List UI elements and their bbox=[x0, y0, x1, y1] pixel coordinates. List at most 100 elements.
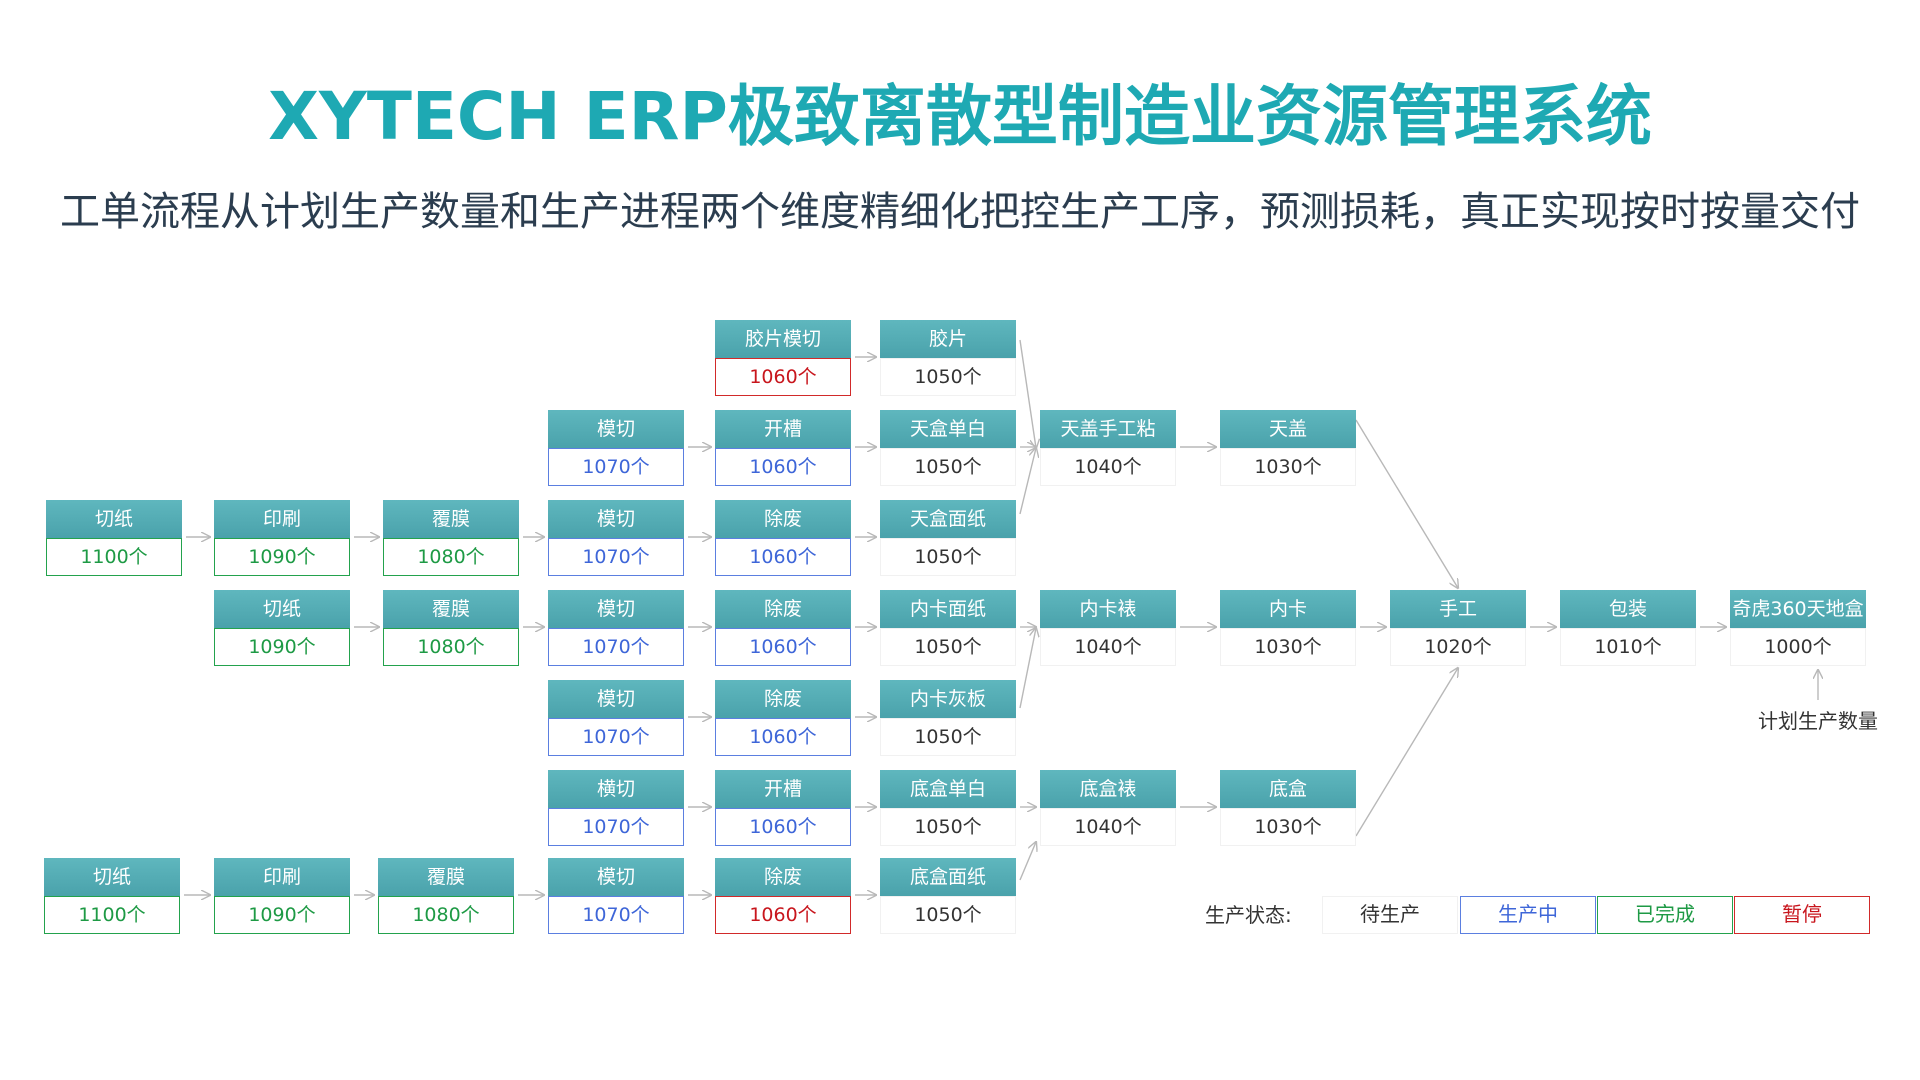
process-step-label: 奇虎360天地盒 bbox=[1730, 590, 1866, 628]
page-title: XYTECH ERP极致离散型制造业资源管理系统 bbox=[268, 78, 1652, 155]
process-step-quantity: 1100个 bbox=[46, 538, 182, 576]
legend-paused: 暂停 bbox=[1734, 896, 1870, 934]
legend-pending: 待生产 bbox=[1322, 896, 1458, 934]
process-step-label: 横切 bbox=[548, 770, 684, 808]
process-step-quantity: 1020个 bbox=[1390, 628, 1526, 666]
process-step-label: 底盒裱 bbox=[1040, 770, 1176, 808]
process-step-quantity: 1080个 bbox=[383, 628, 519, 666]
process-step-label: 覆膜 bbox=[383, 590, 519, 628]
process-step-label: 开槽 bbox=[715, 770, 851, 808]
process-step-quantity: 1040个 bbox=[1040, 628, 1176, 666]
process-step-label: 除废 bbox=[715, 590, 851, 628]
process-step-label: 覆膜 bbox=[378, 858, 514, 896]
plan-quantity-label: 计划生产数量 bbox=[1758, 709, 1878, 733]
process-step-quantity: 1070个 bbox=[548, 628, 684, 666]
process-step-label: 内卡裱 bbox=[1040, 590, 1176, 628]
process-step-label: 包装 bbox=[1560, 590, 1696, 628]
process-step-label: 天盖手工粘 bbox=[1040, 410, 1176, 448]
process-step-label: 切纸 bbox=[44, 858, 180, 896]
process-step-label: 胶片模切 bbox=[715, 320, 851, 358]
flow-arrow-dh-to-sg bbox=[1355, 668, 1458, 837]
flow-arrow-r4-nkh-to-nkb bbox=[1019, 628, 1036, 709]
process-step-quantity: 1100个 bbox=[44, 896, 180, 934]
process-step-quantity: 1060个 bbox=[715, 448, 851, 486]
process-step-quantity: 1010个 bbox=[1560, 628, 1696, 666]
process-step-label: 天盒单白 bbox=[880, 410, 1016, 448]
process-step-quantity: 1040个 bbox=[1040, 448, 1176, 486]
process-step-label: 天盒面纸 bbox=[880, 500, 1016, 538]
flow-arrow-piao-to-tghand bbox=[1019, 339, 1036, 448]
process-step-label: 除废 bbox=[715, 500, 851, 538]
legend-done: 已完成 bbox=[1597, 896, 1733, 934]
process-step-label: 除废 bbox=[715, 858, 851, 896]
process-step-quantity: 1060个 bbox=[715, 896, 851, 934]
process-step-label: 模切 bbox=[548, 590, 684, 628]
process-step-quantity: 1070个 bbox=[548, 538, 684, 576]
process-step-quantity: 1070个 bbox=[548, 448, 684, 486]
flow-arrow-tg-to-sg bbox=[1355, 419, 1458, 588]
process-step-quantity: 1030个 bbox=[1220, 628, 1356, 666]
process-step-quantity: 1030个 bbox=[1220, 808, 1356, 846]
process-step-quantity: 1090个 bbox=[214, 896, 350, 934]
process-step-label: 模切 bbox=[548, 680, 684, 718]
process-step-label: 胶片 bbox=[880, 320, 1016, 358]
legend-label: 生产状态: bbox=[1205, 903, 1292, 927]
process-step-quantity: 1070个 bbox=[548, 896, 684, 934]
process-step-label: 覆膜 bbox=[383, 500, 519, 538]
legend-in-progress: 生产中 bbox=[1460, 896, 1596, 934]
process-step-quantity: 1060个 bbox=[715, 358, 851, 396]
process-step-label: 底盒 bbox=[1220, 770, 1356, 808]
process-step-label: 手工 bbox=[1390, 590, 1526, 628]
process-step-quantity: 1050个 bbox=[880, 358, 1016, 396]
process-step-label: 除废 bbox=[715, 680, 851, 718]
process-step-quantity: 1070个 bbox=[548, 808, 684, 846]
process-step-quantity: 1080个 bbox=[383, 538, 519, 576]
process-step-quantity: 1050个 bbox=[880, 808, 1016, 846]
process-step-label: 内卡灰板 bbox=[880, 680, 1016, 718]
process-step-quantity: 1090个 bbox=[214, 628, 350, 666]
process-step-label: 切纸 bbox=[214, 590, 350, 628]
process-step-quantity: 1090个 bbox=[214, 538, 350, 576]
process-step-label: 印刷 bbox=[214, 858, 350, 896]
process-step-label: 天盖 bbox=[1220, 410, 1356, 448]
process-step-quantity: 1060个 bbox=[715, 718, 851, 756]
